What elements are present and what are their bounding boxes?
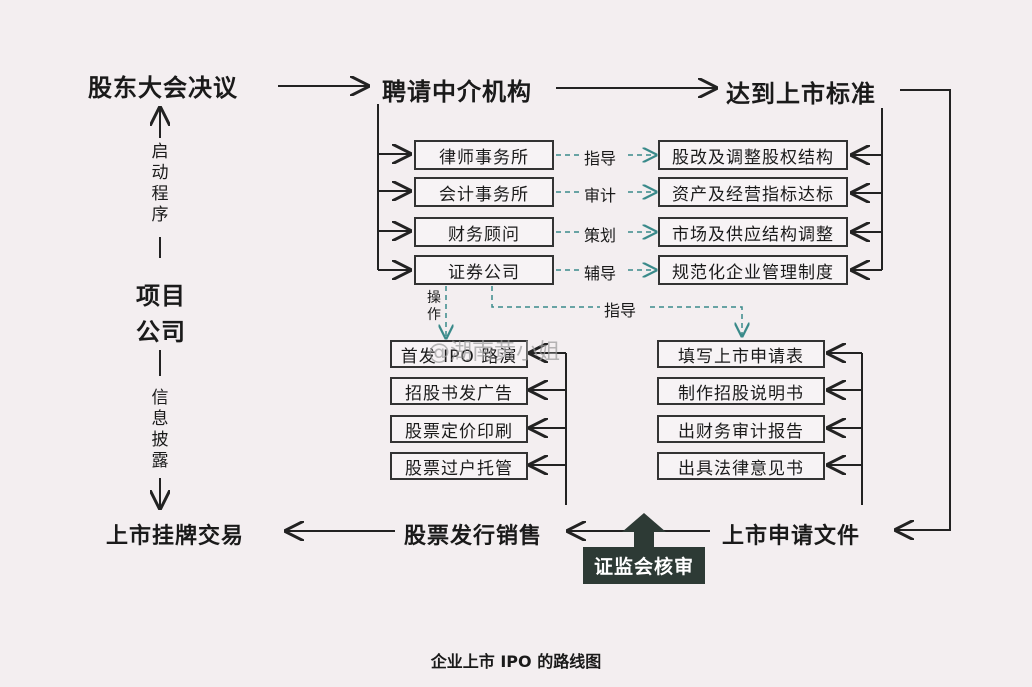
- relation-label: 策划: [582, 222, 619, 246]
- application-step-box: 制作招股说明书: [657, 377, 825, 405]
- application-step-box: 出财务审计报告: [657, 415, 825, 443]
- agency-box: 证券公司: [414, 255, 554, 285]
- listing-application-node: 上市申请文件: [722, 524, 861, 549]
- meet-listing-standard-node: 达到上市标准: [726, 80, 876, 108]
- hire-intermediaries-node: 聘请中介机构: [382, 78, 532, 106]
- project-company-line1: 项目: [136, 282, 186, 310]
- issuance-step-box: 股票过户托管: [390, 452, 528, 480]
- diagram-caption: 企业上市 IPO 的路线图: [430, 652, 602, 671]
- application-step-box: 填写上市申请表: [657, 340, 825, 368]
- listing-trading-node: 上市挂牌交易: [106, 524, 245, 549]
- shareholder-resolution-node: 股东大会决议: [88, 74, 238, 102]
- info-disclosure-label: 信息披露: [151, 388, 169, 471]
- agency-box: 律师事务所: [414, 140, 554, 170]
- csrc-review-box: 证监会核审: [583, 547, 705, 584]
- relation-label: 审计: [582, 182, 619, 206]
- relation-label: 辅导: [582, 260, 619, 284]
- issuance-step-box: 首发 IPO 路演: [390, 340, 528, 368]
- task-box: 规范化企业管理制度: [658, 255, 848, 285]
- startup-procedure-label: 启动程序: [151, 142, 169, 225]
- issuance-step-box: 股票定价印刷: [390, 415, 528, 443]
- agency-box: 财务顾问: [414, 217, 554, 247]
- task-box: 资产及经营指标达标: [658, 177, 848, 207]
- application-step-box: 出具法律意见书: [657, 452, 825, 480]
- task-box: 股改及调整股权结构: [658, 140, 848, 170]
- project-company-line2: 公司: [136, 318, 186, 346]
- agency-box: 会计事务所: [414, 177, 554, 207]
- guide-label: 指导: [602, 297, 639, 321]
- issuance-step-box: 招股书发广告: [390, 377, 528, 405]
- stock-issuance-sales-node: 股票发行销售: [404, 524, 543, 549]
- relation-label: 指导: [582, 145, 619, 169]
- operate-label: 操作: [427, 290, 441, 323]
- task-box: 市场及供应结构调整: [658, 217, 848, 247]
- watermark: @湖南黄小姐: [428, 340, 561, 365]
